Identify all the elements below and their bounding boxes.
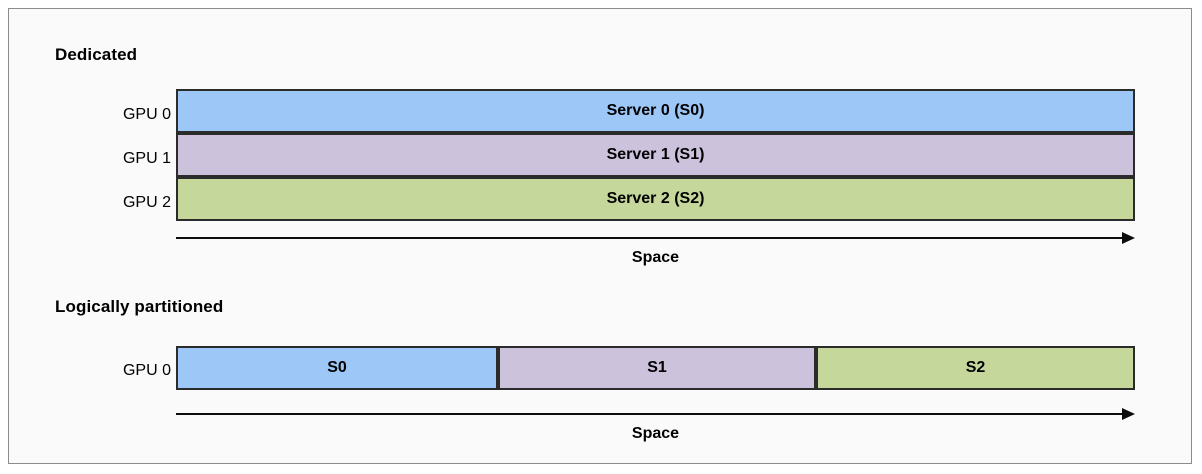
segment-label-s0: S0 <box>327 359 347 376</box>
row-label-gpu2-dedicated: GPU 2 <box>122 194 171 211</box>
bar-label-server2: Server 2 (S2) <box>606 190 705 207</box>
axis-line-icon <box>176 413 1124 415</box>
segment-s1: S1 <box>498 346 816 390</box>
row-label-gpu0-partitioned: GPU 0 <box>122 362 171 379</box>
section-title-logically-partitioned: Logically partitioned <box>55 297 224 316</box>
row-label-gpu1-dedicated: GPU 1 <box>122 150 171 167</box>
diagram-canvas: Dedicated GPU 0 GPU 1 GPU 2 Server 0 (S0… <box>8 8 1192 464</box>
segment-label-s2: S2 <box>965 359 986 376</box>
segment-label-s1: S1 <box>647 359 667 376</box>
row-label-gpu0-dedicated: GPU 0 <box>122 106 171 123</box>
bar-label-server0: Server 0 (S0) <box>606 102 705 119</box>
bar-server2: Server 2 (S2) <box>176 177 1135 221</box>
axis-caption-partitioned: Space <box>631 425 680 442</box>
bar-gpu0-partitioned: S0 S1 S2 <box>176 346 1135 390</box>
arrow-head-icon <box>1122 408 1135 420</box>
axis-caption-dedicated: Space <box>631 249 680 266</box>
axis-line-icon <box>176 237 1124 239</box>
bar-label-server1: Server 1 (S1) <box>606 146 705 163</box>
segment-s2: S2 <box>816 346 1135 390</box>
segment-s0: S0 <box>176 346 498 390</box>
arrow-head-icon <box>1122 232 1135 244</box>
bar-server1: Server 1 (S1) <box>176 133 1135 177</box>
space-axis-partitioned <box>176 407 1135 421</box>
space-axis-dedicated <box>176 231 1135 245</box>
section-title-dedicated: Dedicated <box>55 45 138 64</box>
bar-server0: Server 0 (S0) <box>176 89 1135 133</box>
